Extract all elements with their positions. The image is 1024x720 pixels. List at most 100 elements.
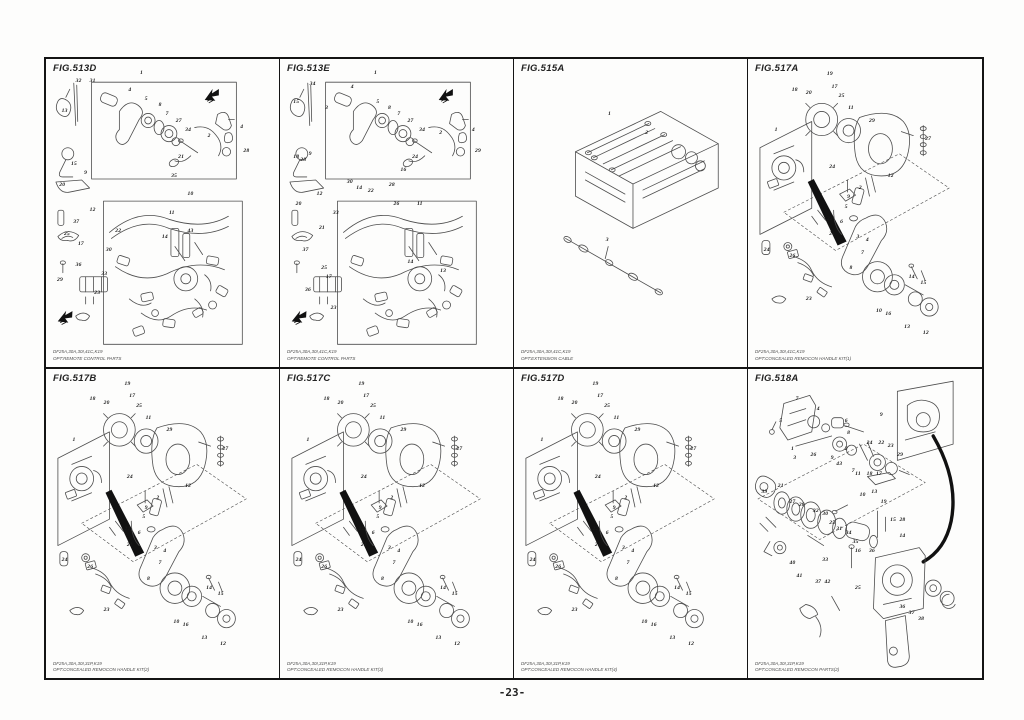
callout-number: 2 <box>207 132 211 139</box>
exploded-diagram-remocon-handle <box>46 369 279 679</box>
callout-number: 5 <box>142 514 146 521</box>
figure-caption: DF25A,30A,30I,31P,K19 OPT:CONCEALED REMO… <box>53 661 149 675</box>
callout-number: 12 <box>419 483 426 490</box>
callout-number: 16 <box>182 622 189 629</box>
callout-number: 34 <box>309 80 316 87</box>
callout-number: 8 <box>849 265 853 272</box>
callout-number: 12 <box>316 191 323 198</box>
callout-number: 9 <box>879 411 883 418</box>
callout-number: 19 <box>358 380 365 387</box>
figure-title: FIG.513E <box>287 63 331 74</box>
callout-number: 1 <box>306 436 310 443</box>
callout-number: 25 <box>829 520 836 527</box>
callout-number: 19 <box>880 498 887 505</box>
callout-number: 14 <box>407 258 414 265</box>
callout-number: 19 <box>592 380 599 387</box>
callout-number: 27 <box>456 445 463 452</box>
callout-number: 1 <box>608 111 612 118</box>
callout-number: 27 <box>222 445 229 452</box>
callout-number: 6 <box>371 529 375 536</box>
callout-number: 15 <box>451 591 458 598</box>
callout-number: 43 <box>836 461 843 468</box>
callout-number: 24 <box>866 439 873 446</box>
callout-number: 16 <box>400 166 407 173</box>
panel-fig-513e: FIG.513E DF25A,30A,30I,41C,K19 OPT:REMOT… <box>280 59 514 369</box>
callout-number: 29 <box>166 427 173 434</box>
figure-grid: FIG.513D DF25A,30A,30I,41C,K19 OPT:REMOT… <box>44 57 984 680</box>
callout-number: 38 <box>918 616 925 623</box>
callout-number: 7 <box>626 560 630 567</box>
callout-number: 2 <box>645 129 649 136</box>
callout-number: 35 <box>852 538 859 545</box>
callout-number: 22 <box>115 228 122 235</box>
callout-number: 28 <box>300 157 307 164</box>
caption-models: DF25A,30A,30I,31P,K19 <box>53 660 102 666</box>
callout-number: 12 <box>185 483 192 490</box>
callout-number: 17 <box>77 240 84 247</box>
callout-number: 25 <box>321 265 328 272</box>
callout-number: 20 <box>295 200 302 207</box>
callout-number: 40 <box>789 560 796 567</box>
caption-description: OPT:EXTENSION CABLE <box>521 355 574 361</box>
callout-number: 18 <box>866 470 873 477</box>
callout-number: 12 <box>887 172 894 179</box>
callout-number: 14 <box>899 532 906 539</box>
figure-caption: DF25A,30A,30I,41C,K19 OPT:EXTENSION CABL… <box>521 349 573 363</box>
callout-number: 22 <box>878 439 885 446</box>
callout-number: 9 <box>308 151 312 158</box>
callout-number: 2 <box>624 495 628 502</box>
figure-title: FIG.515A <box>521 63 565 74</box>
callout-number: 2 <box>390 495 394 502</box>
callout-number: 39 <box>761 489 768 496</box>
callout-number: 41 <box>796 572 803 579</box>
callout-number: 18 <box>293 154 300 161</box>
callout-number: 14 <box>161 234 168 241</box>
callout-number: 25 <box>63 231 70 238</box>
callout-number: 20 <box>103 399 110 406</box>
callout-number: 11 <box>613 415 620 422</box>
callout-number: 1 <box>540 436 544 443</box>
callout-number: 7 <box>165 111 169 118</box>
callout-number: 9 <box>144 504 148 511</box>
callout-number: 37 <box>73 218 80 225</box>
caption-models: DF25A,30A,30I,41C,K19 <box>755 349 805 354</box>
callout-number: 17 <box>363 393 370 400</box>
figure-caption: DF25A,30A,30I,41C,K19 OPT:CONCEALED REMO… <box>755 349 851 363</box>
callout-number: 8 <box>147 575 151 582</box>
callout-number: 7 <box>397 111 401 118</box>
callout-number: 21 <box>318 225 325 232</box>
caption-models: DF25A,30A,30I,31P,K19 <box>755 660 804 666</box>
callout-number: 28 <box>388 182 395 189</box>
callout-number: 23 <box>103 606 110 613</box>
callout-number: 29 <box>634 427 641 434</box>
callout-number: 22 <box>358 526 365 533</box>
callout-number: 9 <box>612 504 616 511</box>
callout-number: 24 <box>594 473 601 480</box>
callout-number: 30 <box>346 179 353 185</box>
callout-number: 23 <box>805 295 812 302</box>
callout-number: 27 <box>925 135 932 142</box>
callout-number: 8 <box>381 575 385 582</box>
callout-number: 13 <box>61 108 68 115</box>
callout-number: 4 <box>865 237 869 244</box>
callout-number: 6 <box>137 529 141 536</box>
callout-number: 25 <box>370 402 377 409</box>
callout-number: 2 <box>439 129 443 136</box>
callout-number: 34 <box>419 126 426 133</box>
callout-number: 14 <box>674 585 681 592</box>
callout-number: 25 <box>604 402 611 409</box>
callout-number: 27 <box>175 117 182 124</box>
caption-description: OPT:CONCEALED REMOCON PARTS(2) <box>755 667 840 673</box>
callout-number: 25 <box>838 92 845 99</box>
callout-number: 13 <box>440 268 447 275</box>
callout-number: 14 <box>206 585 213 592</box>
callout-number: 10 <box>859 492 866 499</box>
callout-number: 26 <box>87 563 94 570</box>
callout-number: 33 <box>332 209 339 216</box>
callout-number: 36 <box>304 286 311 293</box>
callout-number: 16 <box>650 622 657 629</box>
figure-title: FIG.513D <box>53 63 97 74</box>
callout-number: 27 <box>690 445 697 452</box>
callout-number: 22 <box>367 188 374 195</box>
callout-number: 11 <box>145 415 152 422</box>
